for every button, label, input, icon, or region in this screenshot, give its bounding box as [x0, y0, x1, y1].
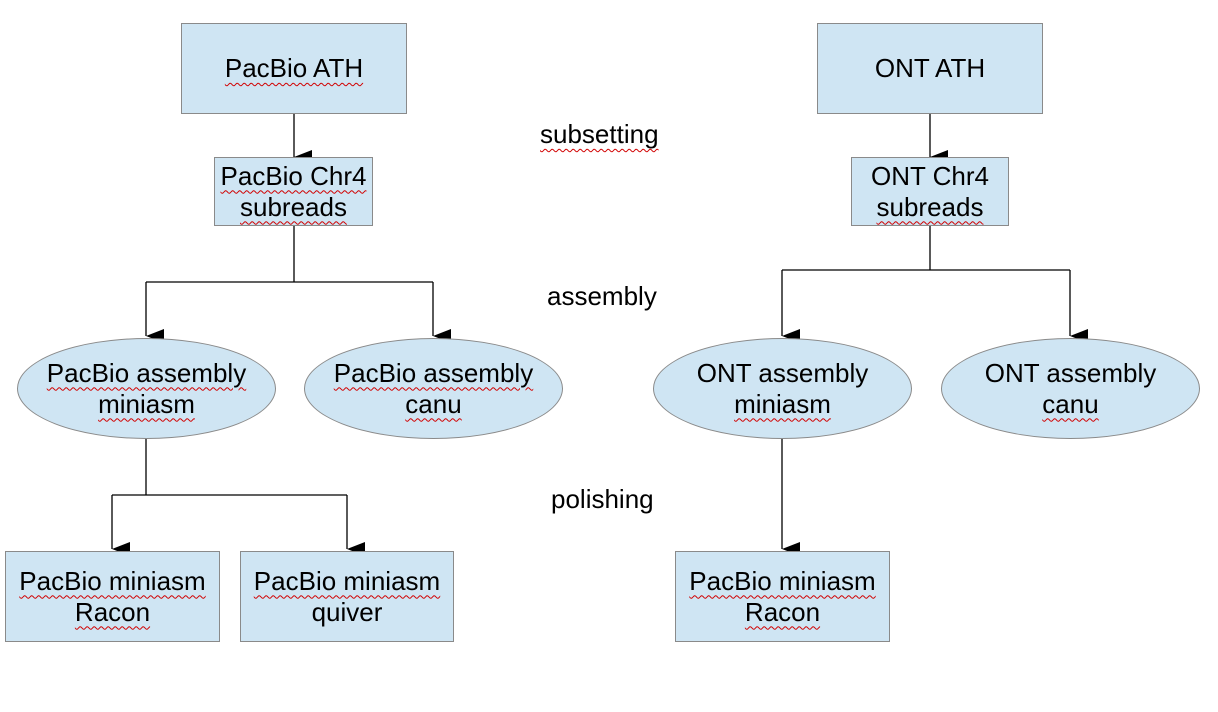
node-ont-ath: ONT ATH: [817, 23, 1043, 114]
stage-label-assembly: assembly: [547, 281, 657, 311]
stage-label-subsetting: subsetting: [540, 119, 659, 149]
stage-label-polishing: polishing: [551, 484, 654, 514]
node-pacbio-ath: PacBio ATH: [181, 23, 407, 114]
